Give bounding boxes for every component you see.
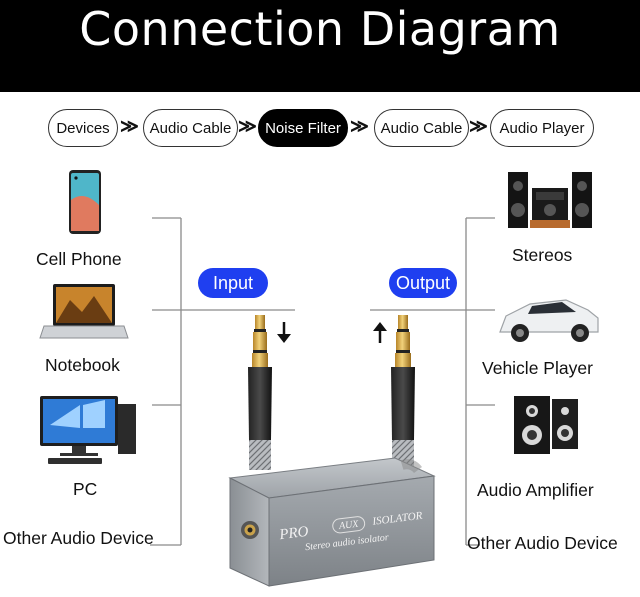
flow-arrow: ≫	[350, 116, 369, 136]
flow-arrow: ≫	[469, 116, 488, 136]
flow-step-noise-filter: Noise Filter	[258, 109, 348, 147]
other-input-device-label: Other Audio Device	[3, 528, 154, 548]
brand-text: PRO	[278, 524, 310, 544]
output-connector-lines	[370, 217, 495, 546]
cell-phone-icon	[69, 170, 101, 234]
cell-phone-label: Cell Phone	[36, 249, 122, 269]
page-title: Connection Diagram	[79, 2, 561, 56]
other-output-device-label: Other Audio Device	[467, 533, 618, 553]
stereos-label: Stereos	[512, 245, 573, 265]
flow-step-audio-cable: Audio Cable	[374, 109, 469, 147]
isolator-device: PRO AUX ISOLATOR Stereo audio isolator	[228, 457, 436, 587]
vehicle-player-label: Vehicle Player	[482, 358, 593, 378]
flow-arrow: ≫	[238, 116, 257, 136]
flow-step-audio-player: Audio Player	[490, 109, 594, 147]
flow-step-devices: Devices	[48, 109, 118, 147]
output-cable	[391, 315, 415, 466]
notebook-icon	[39, 284, 129, 339]
aux-badge-text: AUX	[337, 519, 360, 533]
output-badge: Output	[389, 268, 457, 298]
flow-step-audio-cable: Audio Cable	[143, 109, 238, 147]
vehicle-player-icon	[499, 299, 599, 342]
notebook-label: Notebook	[45, 355, 120, 375]
input-arrow-icon	[277, 322, 291, 343]
stereos-icon	[508, 172, 592, 228]
pc-label: PC	[73, 479, 98, 499]
input-cable	[248, 315, 272, 470]
audio-amplifier-label: Audio Amplifier	[477, 480, 594, 500]
output-arrow-icon	[373, 322, 387, 343]
pc-icon	[40, 396, 136, 464]
audio-amplifier-icon	[514, 396, 578, 454]
input-connector-lines	[150, 217, 295, 546]
flow-arrow: ≫	[120, 116, 139, 136]
header-bar: Connection Diagram	[0, 0, 640, 92]
input-badge: Input	[198, 268, 268, 298]
